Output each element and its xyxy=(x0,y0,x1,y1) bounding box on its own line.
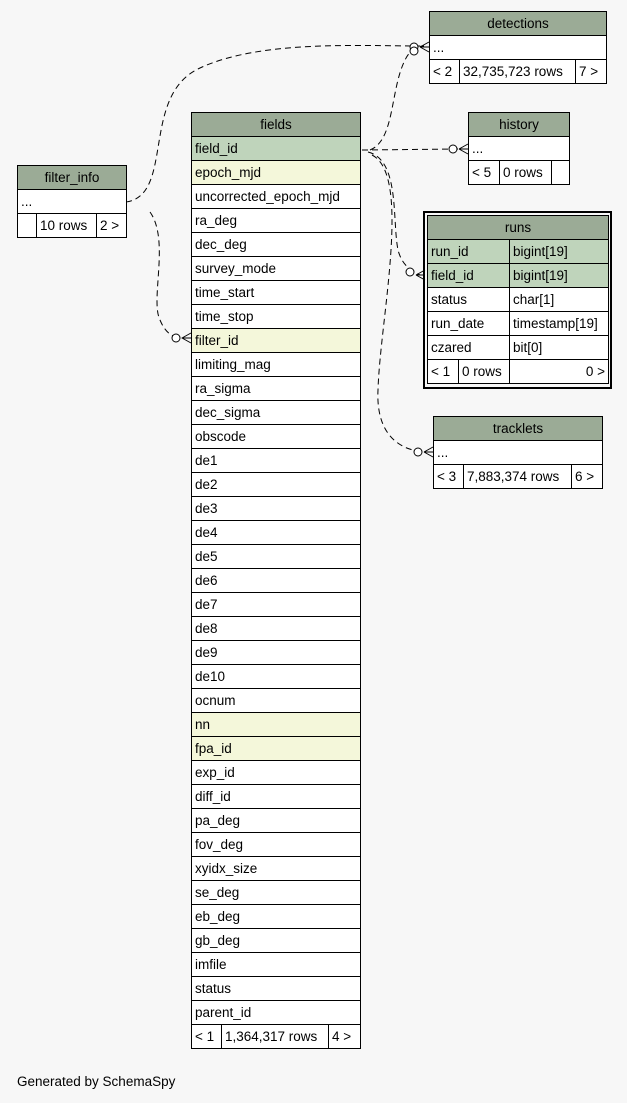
table-fields-column: xyidx_size xyxy=(190,856,362,881)
table-filter_info-parents xyxy=(17,213,37,238)
table-fields-column: de1 xyxy=(190,448,362,473)
table-fields-rows: 1,364,317 rows xyxy=(221,1024,329,1049)
table-runs-col-type: bigint[19] xyxy=(508,263,610,288)
table-runs-col-name: field_id xyxy=(427,263,510,288)
table-fields-column: dec_sigma xyxy=(190,400,362,425)
table-runs-parents[interactable]: < 1 xyxy=(429,360,459,383)
table-fields-column: uncorrected_epoch_mjd xyxy=(190,184,362,209)
table-fields-column: epoch_mjd xyxy=(190,160,362,185)
table-fields-column: survey_mode xyxy=(190,256,362,281)
table-fields-parents[interactable]: < 1 xyxy=(191,1024,222,1049)
table-runs-frame xyxy=(423,211,612,389)
table-runs-rows: 0 rows xyxy=(462,364,502,379)
table-filter_info-columns-ellipsis: ... xyxy=(17,189,127,214)
edge-fields-detections xyxy=(369,45,425,151)
table-fields-column: time_start xyxy=(190,280,362,305)
table-fields-column: de8 xyxy=(190,616,362,641)
table-tracklets-parents[interactable]: < 3 xyxy=(433,464,464,489)
table-tracklets[interactable]: tracklets ... < 3 7,883,374 rows 6 > xyxy=(432,416,604,489)
table-detections-parents[interactable]: < 2 xyxy=(429,59,460,84)
table-history-columns-ellipsis: ... xyxy=(467,136,571,161)
table-fields-children[interactable]: 4 > xyxy=(327,1024,362,1049)
table-fields-column: ra_sigma xyxy=(190,376,362,401)
table-fields-column: parent_id xyxy=(190,1000,362,1025)
table-fields-column: filter_id xyxy=(190,328,362,353)
footer-generated-by: Generated by SchemaSpy xyxy=(17,1074,176,1089)
table-tracklets-title[interactable]: tracklets xyxy=(432,416,604,441)
table-fields-column: de2 xyxy=(190,472,362,497)
edge-fields-history xyxy=(361,148,461,151)
table-fields-column: de4 xyxy=(190,520,362,545)
table-fields-column: fpa_id xyxy=(190,736,362,761)
table-filter_info-rows: 10 rows xyxy=(36,213,97,238)
edge-fields-tracklets xyxy=(371,154,426,453)
table-detections-rows: 32,735,723 rows xyxy=(459,59,576,84)
table-runs-col-name: run_id xyxy=(427,239,510,264)
table-runs-col-type: timestamp[19] xyxy=(508,311,610,336)
table-fields-column: ocnum xyxy=(190,688,362,713)
table-detections-children[interactable]: 7 > xyxy=(574,59,608,84)
table-tracklets-columns-ellipsis: ... xyxy=(432,440,604,465)
table-filter_info-children[interactable]: 2 > xyxy=(96,213,127,238)
table-fields-column: se_deg xyxy=(190,880,362,905)
table-runs-title[interactable]: runs xyxy=(426,215,610,240)
table-fields-column: field_id xyxy=(190,136,362,161)
edge-filter_info-detections xyxy=(125,44,421,203)
table-fields-column: de7 xyxy=(190,592,362,617)
table-fields-column: obscode xyxy=(190,424,362,449)
table-fields-column: de6 xyxy=(190,568,362,593)
table-fields-column: diff_id xyxy=(190,784,362,809)
table-runs-col-name: run_date xyxy=(427,311,510,336)
table-tracklets-rows: 7,883,374 rows xyxy=(463,464,572,489)
table-runs[interactable]: runs run_id bigint[19] field_id bigint[1… xyxy=(426,215,610,384)
table-history-rows: 0 rows xyxy=(499,160,552,185)
table-history[interactable]: history ... < 5 0 rows xyxy=(467,112,571,185)
table-fields-column: limiting_mag xyxy=(190,352,362,377)
table-fields-column: nn xyxy=(190,712,362,737)
table-runs-col-type: bigint[19] xyxy=(508,239,610,264)
table-fields-column: de3 xyxy=(190,496,362,521)
table-fields-column: status xyxy=(190,976,362,1001)
edge-fields-runs xyxy=(367,151,421,276)
table-fields-column: eb_deg xyxy=(190,904,362,929)
table-filter_info[interactable]: filter_info ... 10 rows 2 > xyxy=(17,165,127,238)
table-runs-col-type: char[1] xyxy=(508,287,610,312)
table-fields-title[interactable]: fields xyxy=(190,112,362,137)
table-tracklets-children[interactable]: 6 > xyxy=(570,464,604,489)
table-fields-column: ra_deg xyxy=(190,208,362,233)
table-fields-column: imfile xyxy=(190,952,362,977)
table-fields-column: de5 xyxy=(190,544,362,569)
table-fields-column: time_stop xyxy=(190,304,362,329)
table-fields-column: de9 xyxy=(190,640,362,665)
table-fields-column: fov_deg xyxy=(190,832,362,857)
table-fields-column: gb_deg xyxy=(190,928,362,953)
edge-filter_info-fields xyxy=(149,211,184,339)
table-detections-columns-ellipsis: ... xyxy=(428,35,608,60)
table-fields-column: exp_id xyxy=(190,760,362,785)
table-fields-column: dec_deg xyxy=(190,232,362,257)
table-runs-col-name: status xyxy=(427,287,510,312)
table-fields-column: de10 xyxy=(190,664,362,689)
table-filter_info-title[interactable]: filter_info xyxy=(17,165,127,190)
table-detections[interactable]: detections ... < 2 32,735,723 rows 7 > xyxy=(428,11,608,84)
table-history-children xyxy=(550,160,571,185)
table-history-parents[interactable]: < 5 xyxy=(468,160,500,185)
table-runs-col-type: bit[0] xyxy=(508,335,610,360)
table-history-title[interactable]: history xyxy=(467,112,571,137)
table-runs-children[interactable]: 0 > xyxy=(508,359,610,384)
table-runs-col-name: czared xyxy=(427,335,510,360)
table-detections-title[interactable]: detections xyxy=(428,11,608,36)
table-fields-column: pa_deg xyxy=(190,808,362,833)
